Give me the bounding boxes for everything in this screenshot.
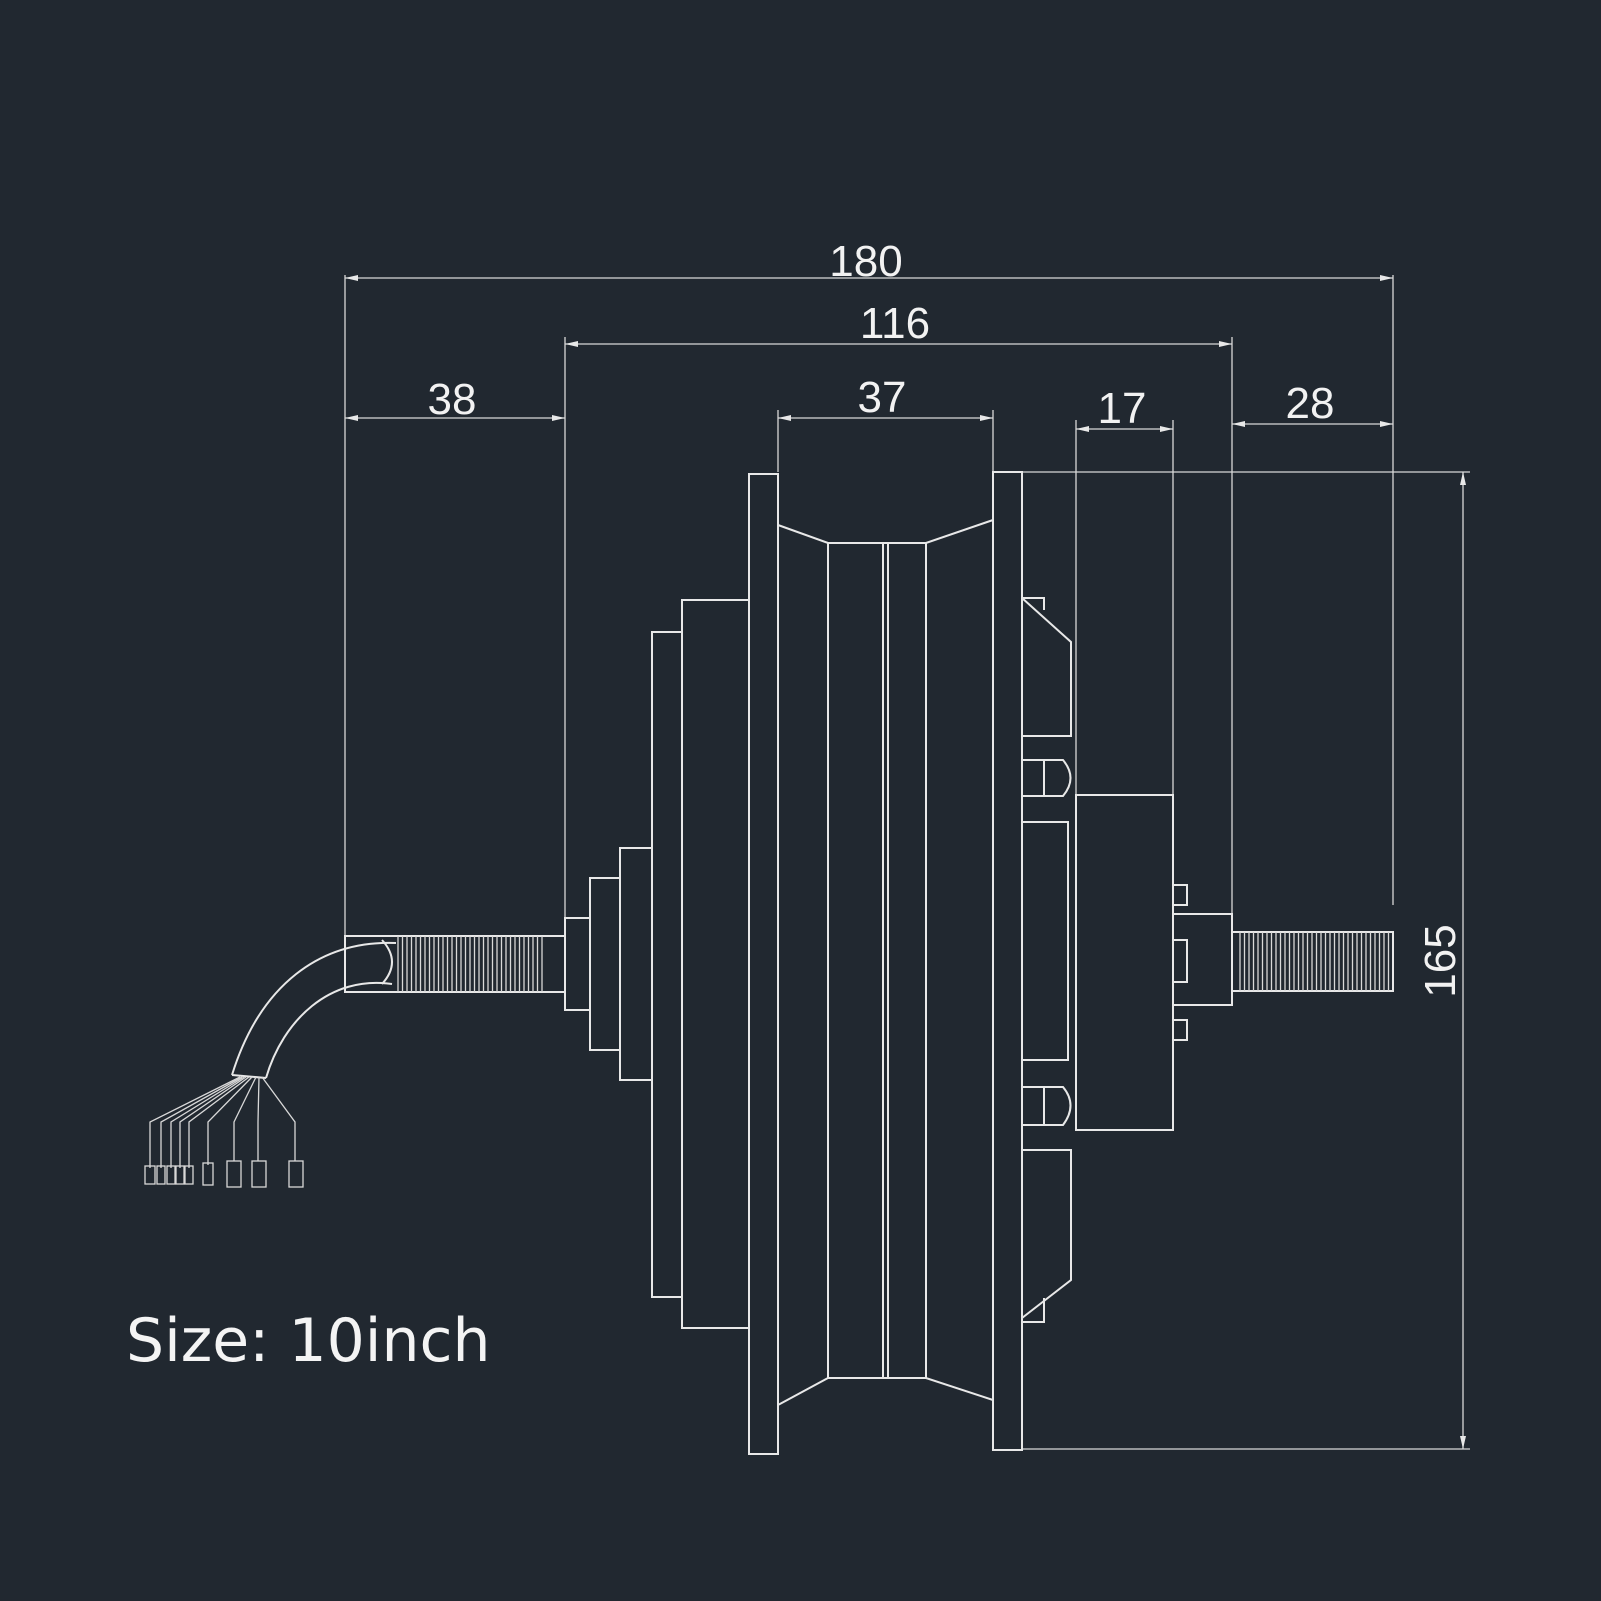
right-flange [1021,597,1174,1323]
dimension-28: 28 [1232,379,1393,428]
dim-label-116: 116 [860,299,930,348]
dimension-38: 38 [345,375,565,424]
dim-label-17: 17 [1098,384,1147,433]
dim-label-37: 37 [858,373,907,422]
dimension-17: 17 [1075,384,1174,795]
dim-label-28: 28 [1286,379,1335,428]
dimension-180: 180 [344,237,1394,935]
rim [777,471,1023,1454]
motor-cable [231,939,397,1079]
right-axle [1172,884,1394,1041]
dim-label-165: 165 [1416,924,1465,997]
dim-label-180: 180 [829,237,902,286]
cable-wires [149,1076,296,1168]
left-axle-thread [397,936,543,992]
dimension-116: 116 [564,299,1233,925]
size-caption: Size: 10inch [126,1306,491,1376]
wire-connectors [144,1160,304,1188]
right-axle-thread [1239,932,1390,991]
dimension-165: 165 [993,471,1470,1450]
dim-label-38: 38 [428,375,477,424]
dimension-37: 37 [777,373,994,472]
left-hub-steps [564,473,779,1455]
